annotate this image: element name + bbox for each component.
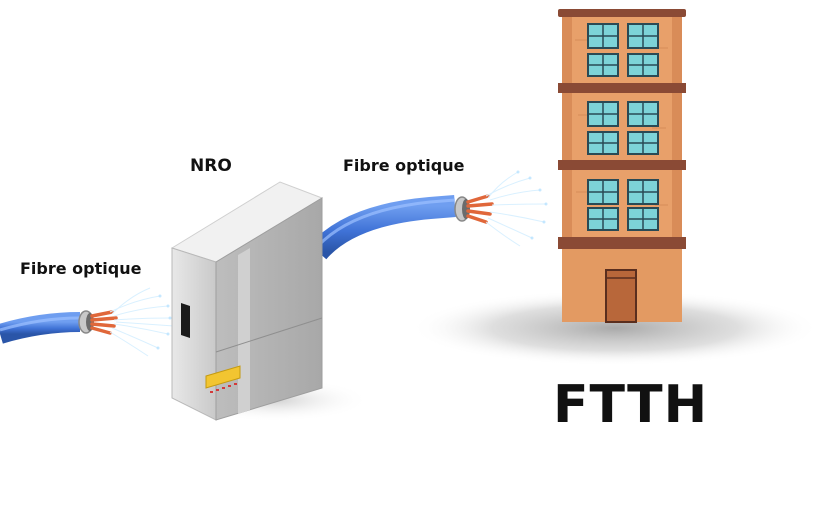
server-cabinet-icon <box>172 182 322 420</box>
fiber-cable-icon <box>0 288 176 356</box>
fiber-cable-icon <box>318 171 548 253</box>
building-icon <box>558 9 686 322</box>
fibre-optique-right-label: Fibre optique <box>343 156 464 175</box>
fibre-optique-left-label: Fibre optique <box>20 259 141 278</box>
nro-label: NRO <box>190 156 232 176</box>
ftth-title: FTTH <box>553 375 708 435</box>
